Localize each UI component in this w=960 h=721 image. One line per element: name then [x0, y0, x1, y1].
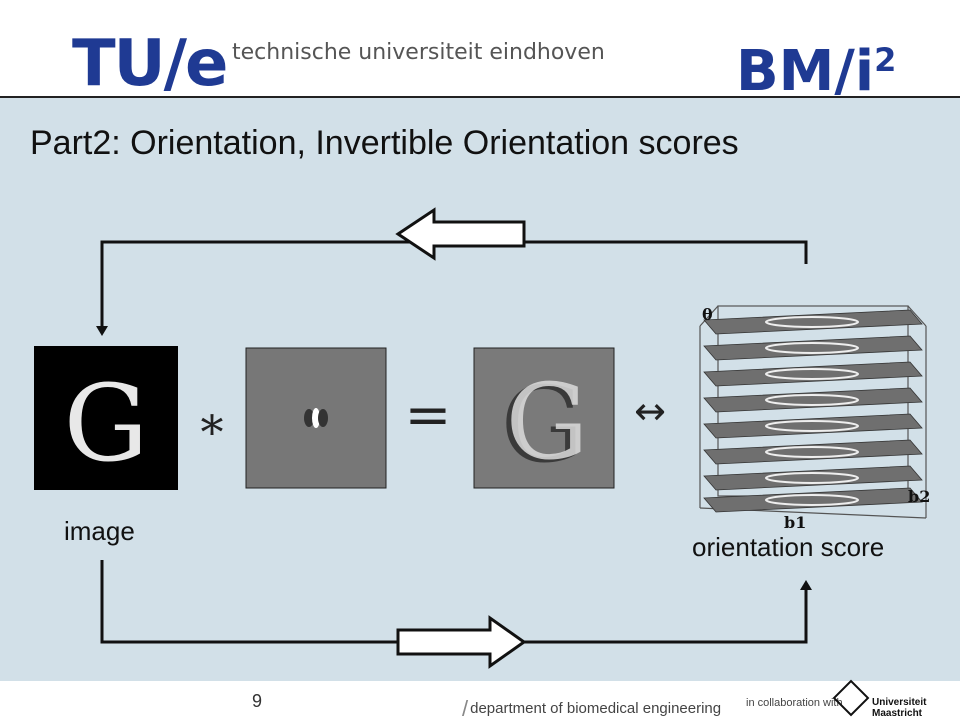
score-slice-6	[703, 439, 923, 465]
stack-edge-left	[699, 305, 719, 327]
tue-logo: TU/e	[72, 27, 228, 101]
axis-theta-label: θ	[702, 305, 713, 324]
image-label: image	[64, 516, 135, 546]
image-glyph: G	[64, 362, 149, 485]
top-flow-line	[100, 240, 808, 328]
department-text: department of biomedical engineering	[470, 700, 722, 717]
image-thumbnail	[34, 346, 178, 490]
block-arrow-left	[395, 207, 526, 261]
bmi-logo: BM/i2	[736, 44, 896, 100]
result-glyph-shadow: G	[500, 364, 583, 486]
header: TU/e technische universiteit eindhoven B…	[0, 0, 960, 101]
equals-operator: =	[405, 383, 452, 448]
axis-b2-label: b2	[908, 487, 930, 506]
page-number: 9	[252, 691, 263, 711]
stack-edge-right	[907, 305, 927, 327]
um-name: Universiteit Maastricht	[872, 697, 927, 719]
bmi-logo-sup: 2	[874, 41, 897, 79]
flow-diagram: G G G * = ↔ θ	[34, 207, 930, 669]
result-glyph: G	[505, 361, 588, 483]
score-slice-1	[703, 309, 923, 335]
orientation-score-stack: θ b1 b2	[699, 305, 930, 532]
collab-text: in collaboration with	[746, 697, 843, 709]
um-logo-icon	[832, 679, 870, 717]
axis-b1-label: b1	[784, 513, 806, 532]
dept-slash-icon: /	[462, 696, 469, 721]
footer: 9 /department of biomedical engineering …	[0, 679, 960, 721]
kernel-dark-right	[318, 409, 328, 427]
score-slice-3	[703, 361, 923, 387]
kernel-dark-left	[304, 409, 314, 427]
result-thumbnail	[473, 347, 615, 489]
bmi-logo-text: BM/i	[736, 39, 875, 104]
orientation-score-label: orientation score	[692, 532, 885, 562]
top-flow-arrowhead	[96, 326, 108, 336]
score-slice-7	[703, 465, 923, 491]
leftright-arrow-icon: ↔	[634, 389, 666, 433]
slide-content: Part2: Orientation, Invertible Orientati…	[0, 96, 960, 683]
block-arrow-right	[396, 615, 527, 669]
tue-tagline: technische universiteit eindhoven	[232, 40, 605, 65]
score-slice-4	[703, 387, 923, 413]
department-line: /department of biomedical engineering	[462, 693, 722, 721]
score-slice-2	[703, 335, 923, 361]
score-slice-8	[703, 487, 923, 513]
score-slice-5	[703, 413, 923, 439]
bottom-flow-arrowhead	[800, 580, 812, 590]
kernel-bright-center	[312, 408, 320, 428]
convolve-operator: *	[201, 405, 224, 459]
slide-title: Part2: Orientation, Invertible Orientati…	[30, 124, 739, 162]
